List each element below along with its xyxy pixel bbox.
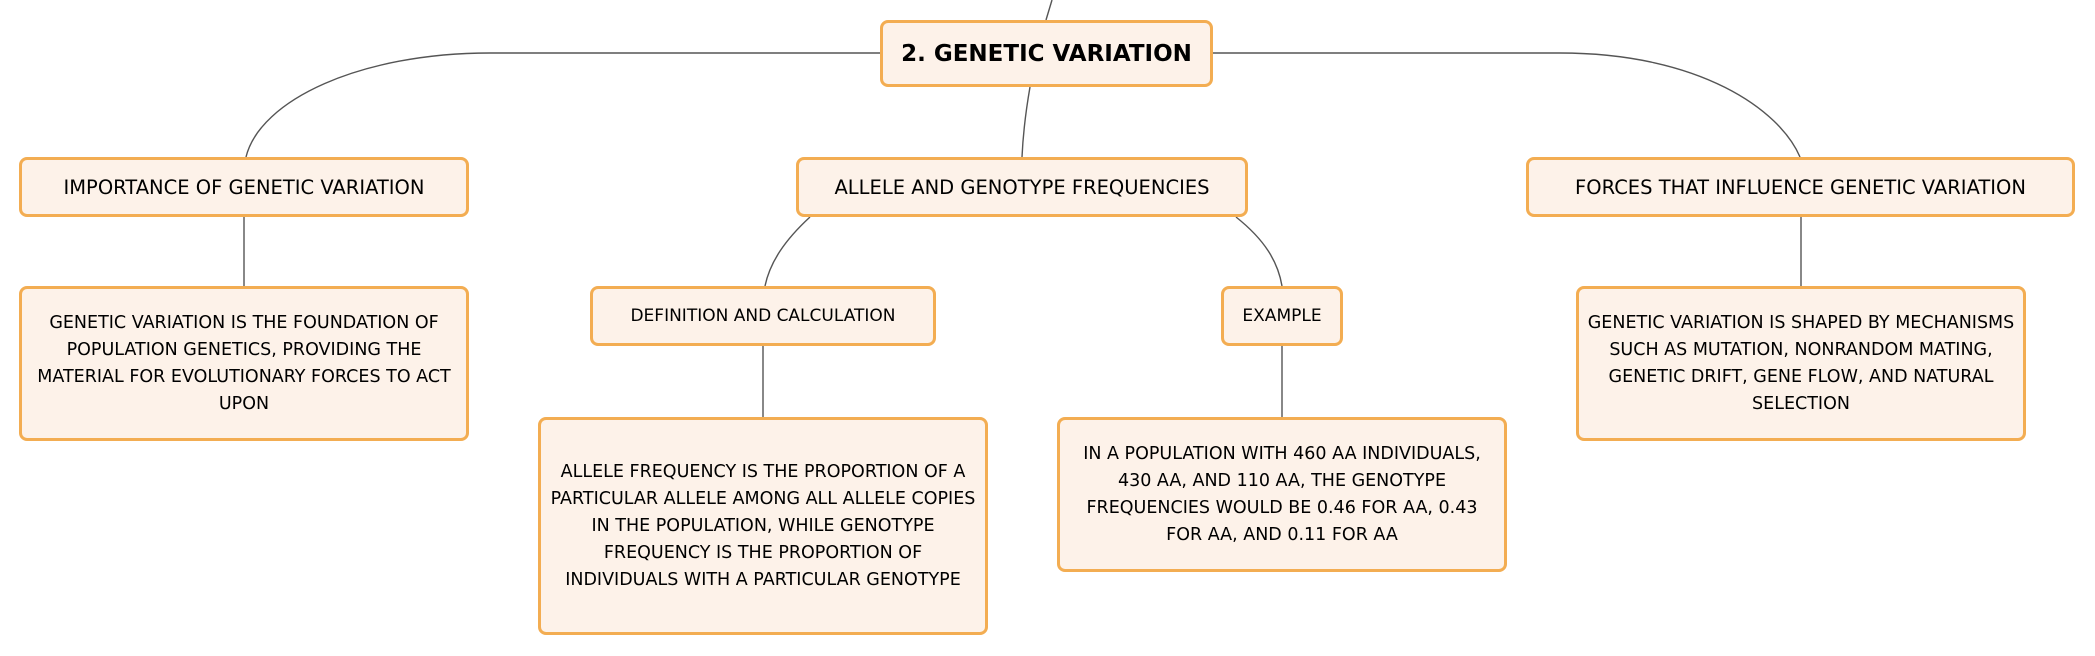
connector-allele-example (1235, 216, 1283, 287)
topic-importance-label: IMPORTANCE OF GENETIC VARIATION (63, 175, 425, 199)
connector-root-importance (245, 52, 880, 158)
topic-allele-frequencies-node[interactable]: ALLELE AND GENOTYPE FREQUENCIES (796, 157, 1248, 217)
root-topic-label: 2. GENETIC VARIATION (901, 40, 1192, 67)
topic-forces-label: FORCES THAT INFLUENCE GENETIC VARIATION (1575, 175, 2026, 199)
detail-example-node[interactable]: IN A POPULATION WITH 460 AA INDIVIDUALS,… (1057, 417, 1507, 572)
detail-definition-text: ALLELE FREQUENCY IS THE PROPORTION OF A … (550, 461, 976, 590)
detail-forces-text: GENETIC VARIATION IS SHAPED BY MECHANISM… (1587, 312, 2015, 414)
subtopic-example-node[interactable]: EXAMPLE (1221, 286, 1343, 346)
connector-allele-definition (764, 216, 811, 287)
connector-root-forces (1213, 52, 1801, 158)
subtopic-definition-node[interactable]: DEFINITION AND CALCULATION (590, 286, 936, 346)
detail-importance-text: GENETIC VARIATION IS THE FOUNDATION OF P… (37, 312, 451, 414)
subtopic-definition-label: DEFINITION AND CALCULATION (630, 306, 896, 326)
detail-forces-node[interactable]: GENETIC VARIATION IS SHAPED BY MECHANISM… (1576, 286, 2026, 441)
topic-importance-node[interactable]: IMPORTANCE OF GENETIC VARIATION (19, 157, 469, 217)
root-topic-node[interactable]: 2. GENETIC VARIATION (880, 20, 1213, 87)
detail-definition-node[interactable]: ALLELE FREQUENCY IS THE PROPORTION OF A … (538, 417, 988, 635)
detail-example-text: IN A POPULATION WITH 460 AA INDIVIDUALS,… (1083, 443, 1481, 545)
connector-root-parent (1045, 0, 1053, 21)
connector-root-allele (1021, 86, 1031, 158)
topic-allele-frequencies-label: ALLELE AND GENOTYPE FREQUENCIES (834, 175, 1210, 199)
subtopic-example-label: EXAMPLE (1242, 306, 1322, 326)
detail-importance-node[interactable]: GENETIC VARIATION IS THE FOUNDATION OF P… (19, 286, 469, 441)
topic-forces-node[interactable]: FORCES THAT INFLUENCE GENETIC VARIATION (1526, 157, 2075, 217)
